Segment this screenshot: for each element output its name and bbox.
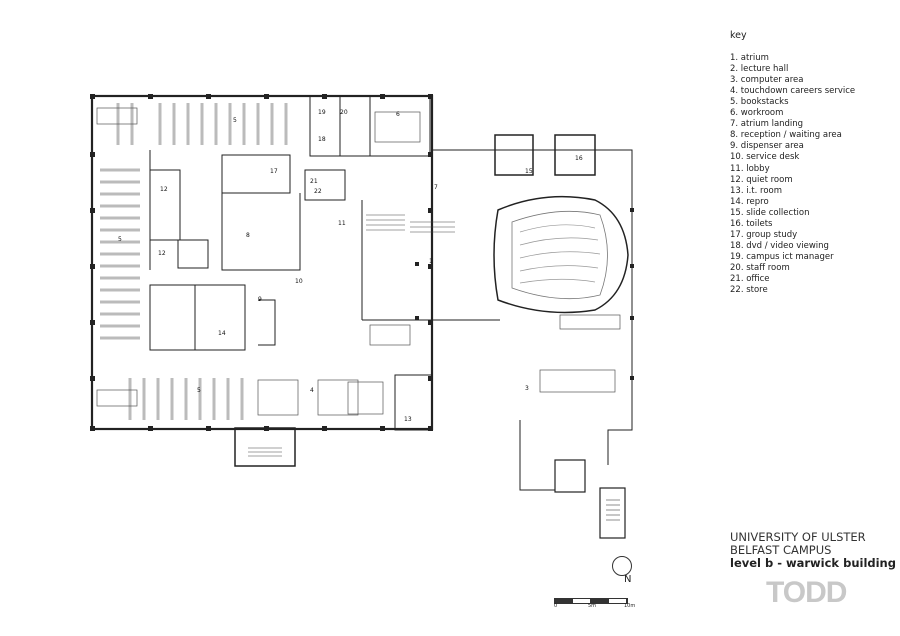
north-label: N (624, 574, 632, 585)
title-line-2: BELFAST CAMPUS (730, 543, 832, 557)
room-label: 14 (218, 330, 226, 337)
room-label: 5 (197, 387, 201, 394)
legend-item: 15. slide collection (730, 207, 810, 218)
scale-label: 5m (588, 603, 597, 609)
room-label: 21 (310, 178, 318, 185)
room-label: 12 (160, 186, 168, 193)
room-label: 9 (258, 296, 262, 303)
north-arrow-icon (612, 556, 632, 576)
legend-item: 17. group study (730, 229, 798, 240)
room-label: 6 (396, 111, 400, 118)
legend-item: 9. dispenser area (730, 141, 804, 152)
room-label: 15 (525, 168, 533, 175)
scale-label: 10m (624, 603, 636, 609)
room-label: 12 (158, 250, 166, 257)
lecture-hall (493, 195, 629, 314)
legend-item: 5. bookstacks (730, 97, 789, 108)
legend-item: 1. atrium (730, 53, 769, 64)
title-line-1: UNIVERSITY OF ULSTER (730, 530, 866, 544)
legend-item: 8. reception / waiting area (730, 130, 842, 141)
todd-logo: TODD (766, 576, 847, 609)
room-label: 16 (575, 155, 583, 162)
room-label: 3 (525, 385, 529, 392)
legend-item: 6. workroom (730, 108, 784, 119)
room-label: 1 (429, 258, 433, 265)
room-label: 8 (246, 232, 250, 239)
legend-item: 2. lecture hall (730, 64, 789, 75)
room-label: 19 (318, 109, 326, 116)
room-label: 17 (270, 168, 278, 175)
room-label: 22 (314, 188, 322, 195)
room-label: 11 (338, 220, 346, 227)
room-label: 18 (318, 136, 326, 143)
legend-item: 20. staff room (730, 262, 790, 273)
room-label: 10 (295, 278, 303, 285)
legend-item: 13. i.t. room (730, 185, 783, 196)
legend-item: 3. computer area (730, 75, 804, 86)
legend-item: 14. repro (730, 196, 769, 207)
title-block: UNIVERSITY OF ULSTER BELFAST CAMPUS leve… (730, 531, 896, 570)
legend-item: 10. service desk (730, 152, 800, 163)
title-line-3: level b - warwick building (730, 556, 896, 570)
scale-bar (554, 598, 628, 604)
legend-item: 18. dvd / video viewing (730, 240, 829, 251)
legend-title: key (730, 30, 747, 41)
legend: key 1. atrium 2. lecture hall 3. compute… (730, 30, 855, 296)
legend-item: 12. quiet room (730, 174, 793, 185)
legend-item: 19. campus ict manager (730, 251, 834, 262)
legend-item: 21. office (730, 273, 770, 284)
room-label: 4 (310, 387, 314, 394)
room-label: 5 (233, 117, 237, 124)
legend-item: 4. touchdown careers service (730, 86, 856, 97)
room-label: 7 (434, 184, 438, 191)
legend-item: 11. lobby (730, 163, 770, 174)
scale-label: 0 (554, 603, 558, 609)
legend-list: 1. atrium 2. lecture hall 3. computer ar… (730, 53, 855, 296)
legend-item: 16. toilets (730, 218, 773, 229)
legend-item: 22. store (730, 285, 768, 296)
legend-item: 7. atrium landing (730, 119, 804, 130)
east-wing-outline (432, 149, 633, 465)
room-label: 20 (340, 109, 348, 116)
room-label: 5 (118, 236, 122, 243)
building-outline (90, 94, 434, 431)
room-label: 13 (404, 416, 412, 423)
